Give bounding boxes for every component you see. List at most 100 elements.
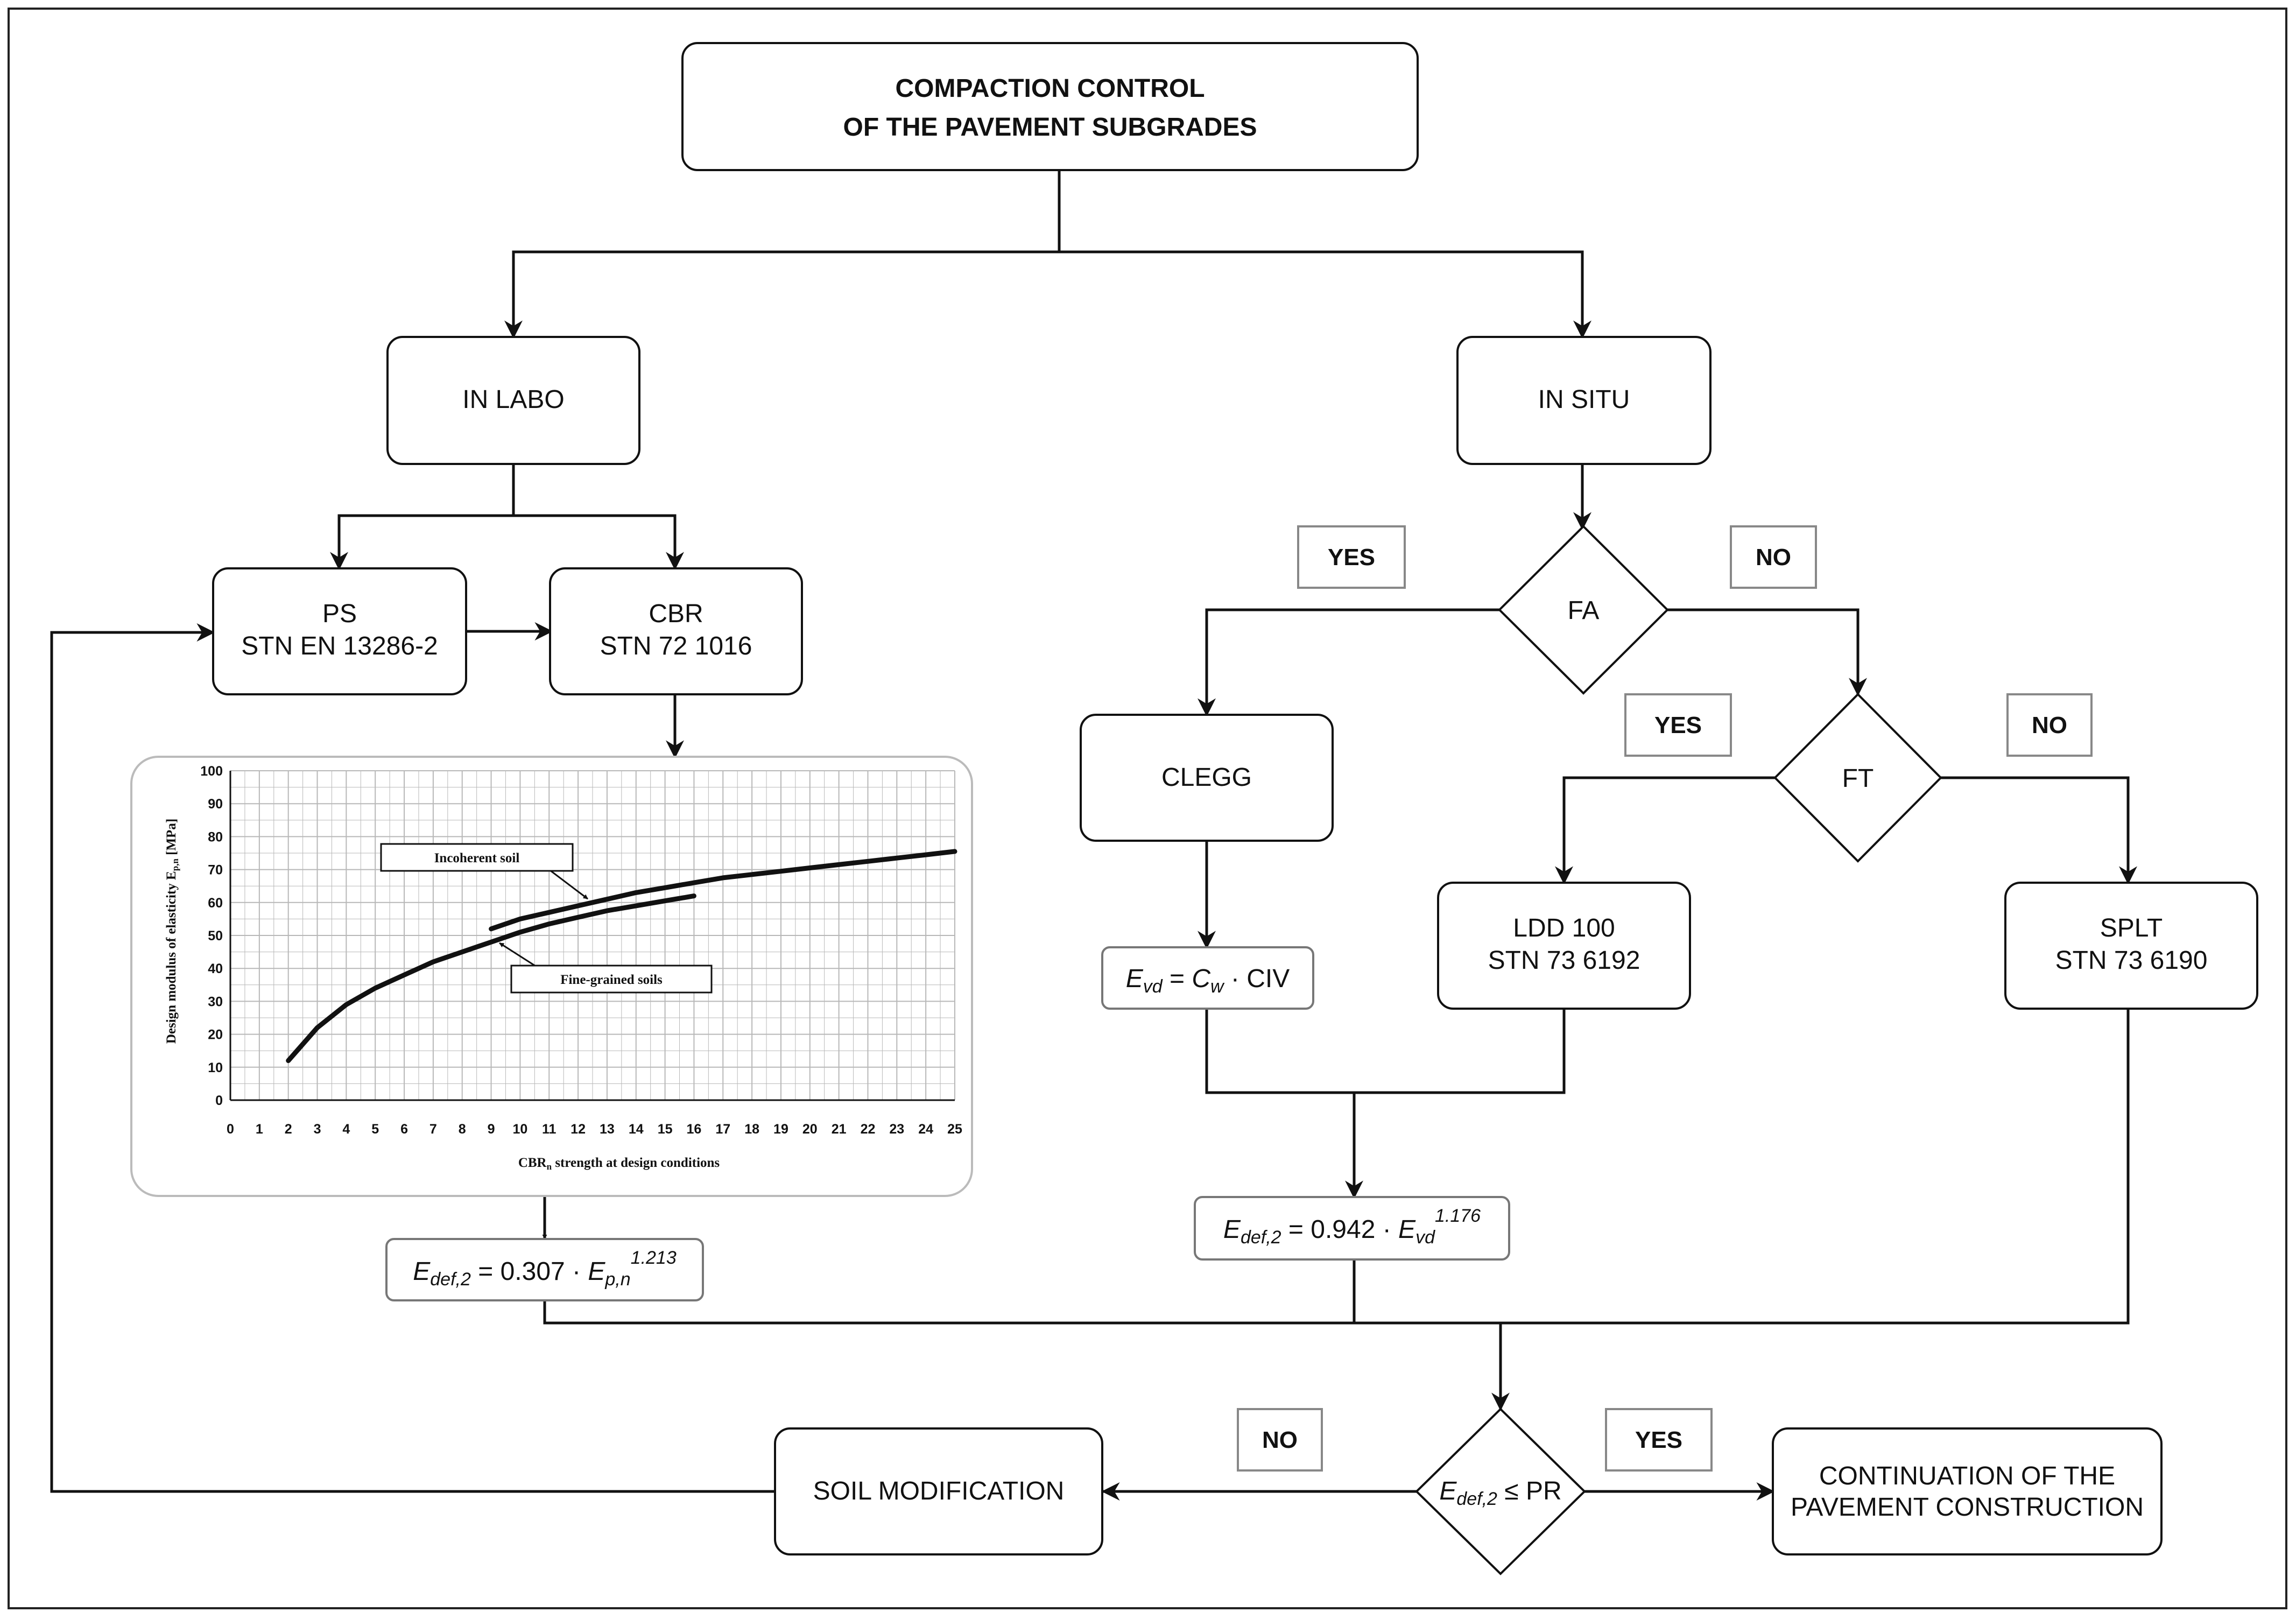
x-tick-label: 8 <box>459 1122 466 1137</box>
chart-y-axis-label: Design modulus of elasticity Ep,n [MPa] <box>164 819 180 1044</box>
cbr-box: CBR STN 72 1016 <box>549 567 803 695</box>
outer-frame <box>8 8 2287 1609</box>
edge-labo-formula-down <box>543 1007 2130 1325</box>
x-tick-label: 17 <box>715 1122 730 1137</box>
y-tick-label: 10 <box>208 1060 223 1075</box>
ps-label-1: PS <box>322 600 357 628</box>
x-tick-label: 16 <box>687 1122 702 1137</box>
x-tick-label: 13 <box>600 1122 615 1137</box>
edge-fa-yes <box>1198 608 1501 717</box>
cbr-label-1: CBR <box>649 600 703 628</box>
ft-label: FT <box>1842 764 1874 793</box>
tag-fa-no: NO <box>1730 525 1817 589</box>
title-box: COMPACTION CONTROL OF THE PAVEMENT SUBGR… <box>681 42 1419 171</box>
tag-ft-no: NO <box>2006 693 2093 757</box>
x-tick-label: 5 <box>371 1122 379 1137</box>
annotation-incoherent-soil: Incoherent soil <box>380 843 588 900</box>
edef-situ-formula: Edef,2 = 0.942 · Evd1.176 <box>1223 1206 1481 1248</box>
edge-ft-yes <box>1555 776 1777 885</box>
chart-grid <box>229 770 955 1101</box>
continuation-label-2: PAVEMENT CONSTRUCTION <box>1791 1493 2144 1522</box>
series-fine-grained-soils-line <box>286 893 696 1064</box>
svg-text:NO: NO <box>2032 712 2067 738</box>
svg-text:NO: NO <box>1262 1427 1298 1453</box>
in-labo-label: IN LABO <box>462 385 564 414</box>
tag-fa-yes: YES <box>1297 525 1406 589</box>
annotation-fine-grained-label: Fine-grained soils <box>560 973 663 987</box>
ps-box: PS STN EN 13286-2 <box>212 567 467 695</box>
x-tick-label: 21 <box>832 1122 847 1137</box>
continuation-box: CONTINUATION OF THE PAVEMENT CONSTRUCTIO… <box>1772 1427 2163 1555</box>
svg-text:YES: YES <box>1328 544 1375 571</box>
fa-label: FA <box>1568 596 1600 625</box>
in-labo-box: IN LABO <box>386 336 640 465</box>
ps-label-2: STN EN 13286-2 <box>241 632 438 660</box>
x-tick-label: 19 <box>773 1122 788 1137</box>
x-tick-label: 14 <box>629 1122 644 1137</box>
title-line-2: OF THE PAVEMENT SUBGRADES <box>843 113 1257 142</box>
y-tick-label: 50 <box>208 928 223 944</box>
y-tick-label: 90 <box>208 797 223 812</box>
ldd-label-1: LDD 100 <box>1513 914 1615 942</box>
y-tick-label: 70 <box>208 863 223 878</box>
continuation-label-1: CONTINUATION OF THE <box>1819 1462 2115 1490</box>
svg-text:YES: YES <box>1635 1427 1682 1453</box>
edef-situ-formula-box: Edef,2 = 0.942 · Evd1.176 <box>1194 1196 1510 1261</box>
soil-modification-label: SOIL MODIFICATION <box>813 1477 1065 1505</box>
edef-labo-formula: Edef,2 = 0.307 · Ep,n1.213 <box>413 1248 677 1290</box>
tag-final-no: NO <box>1237 1408 1323 1472</box>
annotation-fine-grained: Fine-grained soils <box>499 942 713 994</box>
in-situ-label: IN SITU <box>1538 385 1630 414</box>
clegg-box: CLEGG <box>1080 714 1334 842</box>
x-tick-label: 3 <box>314 1122 321 1137</box>
chart-series <box>286 849 957 1064</box>
ldd-box: LDD 100 STN 73 6192 <box>1437 882 1691 1010</box>
tag-ft-yes: YES <box>1624 693 1732 757</box>
chart-x-axis-label: CBRn strength at design conditions <box>518 1156 720 1172</box>
y-tick-label: 0 <box>215 1093 223 1108</box>
x-tick-label: 25 <box>947 1122 962 1137</box>
soil-modification-box: SOIL MODIFICATION <box>774 1427 1103 1555</box>
in-situ-box: IN SITU <box>1456 336 1712 465</box>
svg-text:NO: NO <box>1756 544 1791 571</box>
y-tick-label: 40 <box>208 961 223 976</box>
edge-ft-no <box>1938 776 2137 885</box>
splt-label-1: SPLT <box>2100 914 2163 942</box>
x-tick-label: 24 <box>918 1122 933 1137</box>
x-tick-label: 9 <box>488 1122 495 1137</box>
y-tick-label: 60 <box>208 896 223 911</box>
y-tick-label: 100 <box>200 764 223 779</box>
x-tick-label: 4 <box>342 1122 350 1137</box>
connectors <box>50 168 2137 1501</box>
x-tick-label: 1 <box>256 1122 263 1137</box>
edge-fa-no <box>1665 608 1867 696</box>
x-tick-label: 20 <box>802 1122 818 1137</box>
x-tick-label: 2 <box>285 1122 292 1137</box>
edge-evd-down <box>1205 1007 1566 1094</box>
edef-labo-formula-box: Edef,2 = 0.307 · Ep,n1.213 <box>385 1238 704 1301</box>
y-tick-label: 20 <box>208 1027 223 1043</box>
x-tick-label: 12 <box>571 1122 586 1137</box>
x-tick-label: 22 <box>861 1122 876 1137</box>
ldd-label-2: STN 73 6192 <box>1488 946 1640 975</box>
final-condition: Edef,2 ≤ PR <box>1439 1477 1561 1509</box>
final-decision: Edef,2 ≤ PR <box>1415 1407 1586 1575</box>
x-tick-label: 7 <box>429 1122 437 1137</box>
x-tick-label: 23 <box>889 1122 904 1137</box>
splt-box: SPLT STN 73 6190 <box>2004 882 2258 1010</box>
annotation-incoherent-label: Incoherent soil <box>434 851 520 865</box>
x-tick-label: 18 <box>744 1122 759 1137</box>
edge-feedback <box>50 623 777 1493</box>
tag-final-yes: YES <box>1605 1408 1713 1472</box>
x-tick-label: 6 <box>400 1122 408 1137</box>
title-line-1: COMPACTION CONTROL <box>895 74 1205 103</box>
x-tick-label: 11 <box>542 1122 557 1137</box>
splt-label-2: STN 73 6190 <box>2055 946 2208 975</box>
x-tick-label: 0 <box>227 1122 234 1137</box>
cbr-label-2: STN 72 1016 <box>600 632 752 660</box>
evd-formula-box: Evd = Cw · CIV <box>1101 946 1314 1010</box>
ft-decision: FT <box>1773 693 1942 863</box>
